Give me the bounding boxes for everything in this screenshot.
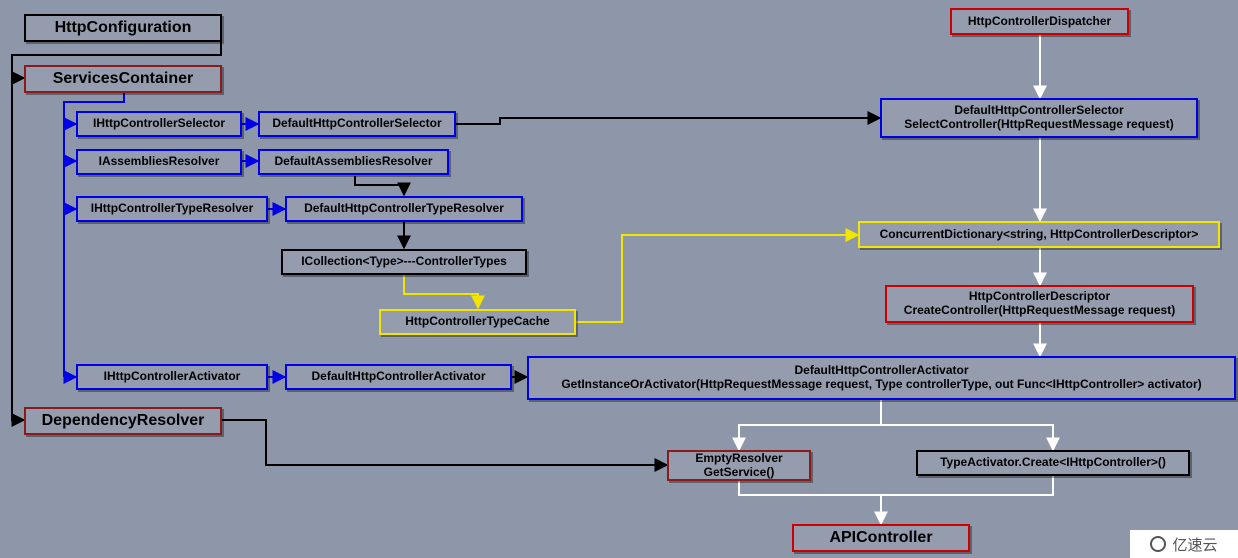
config-to-services-connector [11, 28, 222, 85]
type-activator-node: TypeActivator.Create<IHttpController>() [916, 450, 1190, 476]
ihttp-controller-selector-label: IHttpControllerSelector [92, 116, 225, 131]
ihttp-controller-activator-node: IHttpControllerActivator [76, 364, 268, 390]
ihttp-controller-type-resolver-label: IHttpControllerTypeResolver [90, 201, 254, 216]
default-activator-detail-method: GetInstanceOrActivator(HttpRequestMessag… [561, 377, 1202, 391]
default-assemblies-resolver-node: DefaultAssembliesResolver [258, 149, 449, 175]
iassemblies-resolver-label: IAssembliesResolver [98, 154, 220, 169]
default-activator-detail-node: DefaultHttpControllerActivator GetInstan… [527, 356, 1236, 400]
collection-to-cache-connector [403, 275, 485, 310]
default-selector-detail-node: DefaultHttpControllerSelector SelectCont… [880, 98, 1198, 138]
dependency-to-empty-resolver-connector [221, 419, 669, 472]
http-controller-dispatcher-label: HttpControllerDispatcher [967, 13, 1112, 28]
default-selector-detail-title: DefaultHttpControllerSelector [954, 103, 1124, 118]
cache-to-dictionary-connector [576, 228, 860, 323]
activator-split-connector [732, 400, 882, 452]
watermark-text: 亿速云 [1172, 535, 1218, 554]
default-http-controller-activator-node: DefaultHttpControllerActivator [285, 364, 512, 390]
services-connectors [63, 92, 287, 384]
http-configuration-label: HttpConfiguration [54, 18, 192, 36]
api-controller-label: APIController [829, 528, 933, 546]
http-controller-descriptor-node: HttpControllerDescriptor CreateControlle… [885, 285, 1194, 323]
services-container-node: ServicesContainer [24, 65, 222, 93]
assemblies-to-type-resolver-connector [354, 176, 411, 197]
http-controller-dispatcher-node: HttpControllerDispatcher [950, 8, 1129, 35]
http-controller-type-cache-label: HttpControllerTypeCache [405, 314, 550, 329]
default-http-controller-selector-label: DefaultHttpControllerSelector [272, 116, 442, 131]
empty-resolver-title: EmptyResolver [695, 450, 783, 465]
iassemblies-resolver-node: IAssembliesResolver [76, 149, 242, 175]
services-container-label: ServicesContainer [52, 69, 194, 87]
selector-to-selector-detail-connector [456, 111, 882, 125]
services-trunk-connector [63, 92, 125, 377]
empty-resolver-method: GetService() [703, 464, 775, 479]
activator-to-type-activator-connector [881, 424, 1060, 452]
http-controller-descriptor-method: CreateController(HttpRequestMessage requ… [903, 303, 1176, 317]
config-to-dependency-connector [11, 78, 26, 427]
icollection-controller-types-node: ICollection<Type>---ControllerTypes [281, 249, 527, 275]
cloud-logo-icon [1150, 536, 1167, 552]
ihttp-controller-type-resolver-node: IHttpControllerTypeResolver [76, 196, 268, 222]
type-activator-label: TypeActivator.Create<IHttpController>() [940, 455, 1166, 470]
default-http-controller-type-resolver-label: DefaultHttpControllerTypeResolver [304, 201, 504, 216]
dependency-resolver-node: DependencyResolver [24, 407, 222, 435]
default-assemblies-resolver-label: DefaultAssembliesResolver [274, 154, 433, 169]
type-activator-merge-connector [881, 476, 1054, 496]
watermark-badge: 亿速云 [1130, 530, 1238, 558]
empty-resolver-node: EmptyResolver GetService() [667, 450, 811, 481]
api-controller-node: APIController [792, 524, 970, 552]
ihttp-controller-selector-node: IHttpControllerSelector [76, 111, 242, 137]
http-configuration-node: HttpConfiguration [24, 14, 222, 42]
concurrent-dictionary-label: ConcurrentDictionary<string, HttpControl… [879, 226, 1199, 241]
default-http-controller-type-resolver-node: DefaultHttpControllerTypeResolver [285, 196, 523, 222]
http-controller-descriptor-title: HttpControllerDescriptor [968, 289, 1111, 304]
configuration-connectors [11, 28, 882, 472]
runtime-connectors [732, 35, 1060, 526]
default-selector-detail-method: SelectController(HttpRequestMessage requ… [904, 117, 1174, 131]
cache-connectors [403, 228, 860, 323]
empty-resolver-merge-connector [738, 481, 881, 496]
icollection-controller-types-label: ICollection<Type>---ControllerTypes [301, 254, 507, 269]
concurrent-dictionary-node: ConcurrentDictionary<string, HttpControl… [858, 221, 1220, 248]
default-activator-detail-title: DefaultHttpControllerActivator [794, 363, 969, 378]
ihttp-controller-activator-label: IHttpControllerActivator [103, 369, 241, 384]
default-http-controller-selector-node: DefaultHttpControllerSelector [258, 111, 456, 137]
default-http-controller-activator-label: DefaultHttpControllerActivator [311, 369, 486, 384]
http-controller-type-cache-node: HttpControllerTypeCache [379, 309, 576, 335]
dependency-resolver-label: DependencyResolver [41, 411, 205, 429]
